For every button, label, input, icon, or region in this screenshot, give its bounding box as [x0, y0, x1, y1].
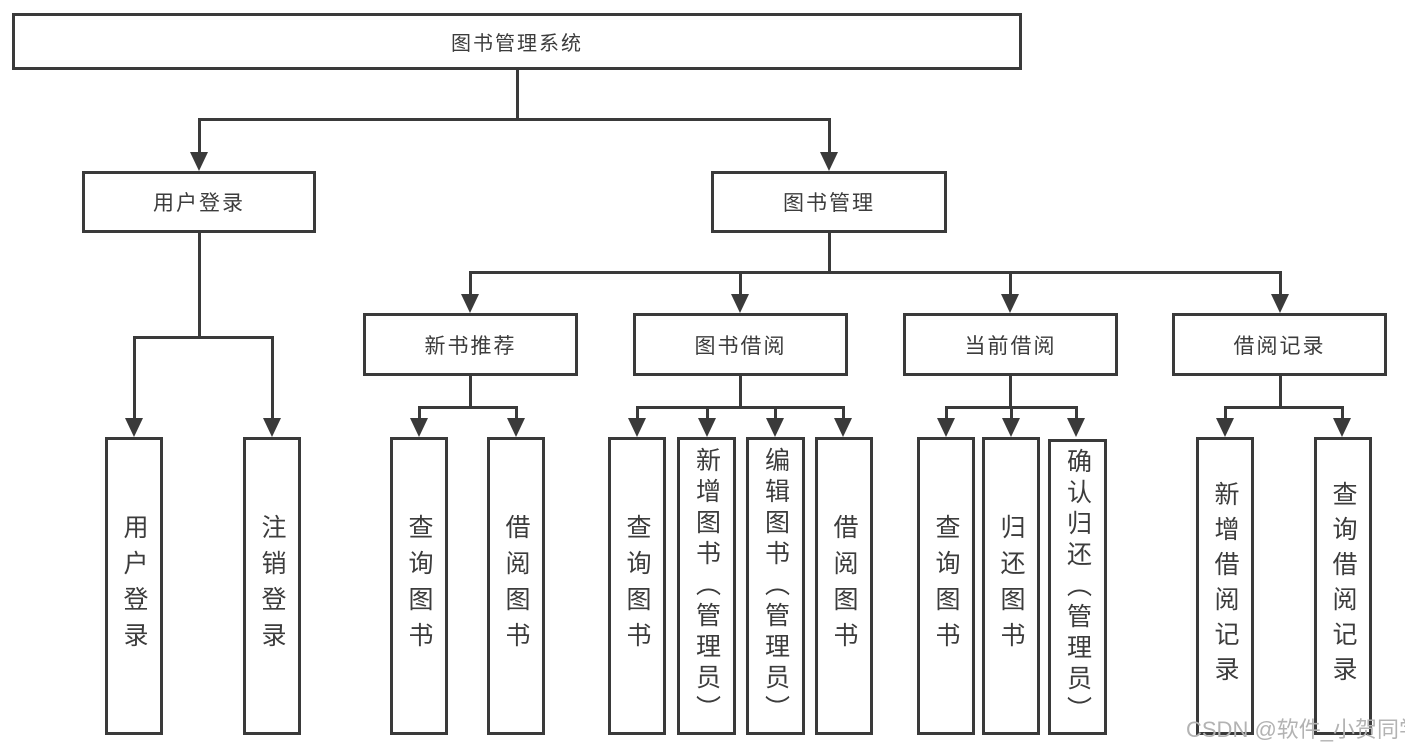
- connector-root-stem: [516, 70, 519, 118]
- leaf-br-add-record-label: 新增借阅记录: [1211, 481, 1239, 691]
- connector-bb-edit-stem: [774, 406, 777, 420]
- node-current: 当前借阅: [903, 313, 1118, 376]
- leaf-logout: 注销登录: [243, 437, 301, 735]
- leaf-cb-confirm-return-admin-label: 确认归还（管理员）: [1063, 447, 1092, 727]
- connector-br-add-stem: [1224, 406, 1227, 420]
- node-book-mgmt-label: 图书管理: [783, 192, 875, 215]
- connector-cb-query-stem: [945, 406, 948, 420]
- arrowhead-nb-query: [410, 418, 428, 437]
- arrowhead-cb-confirm: [1067, 418, 1085, 437]
- arrowhead-br-query: [1333, 418, 1351, 437]
- arrowhead-cb-query: [937, 418, 955, 437]
- arrowhead-bb-add: [698, 418, 716, 437]
- arrowhead-bb-query: [628, 418, 646, 437]
- node-new-books: 新书推荐: [363, 313, 578, 376]
- leaf-cb-query-books: 查询图书: [917, 437, 975, 735]
- connector-current-stem: [1009, 271, 1012, 296]
- arrowhead-current: [1001, 294, 1019, 313]
- connector-records-stem: [1279, 271, 1282, 296]
- arrowhead-nb-borrow: [507, 418, 525, 437]
- connector-bb-query-stem: [636, 406, 639, 420]
- node-root-label: 图书管理系统: [451, 33, 583, 55]
- connector-bb-hline: [636, 406, 845, 409]
- connector-br-stem: [1279, 376, 1282, 408]
- leaf-nb-query-books: 查询图书: [390, 437, 448, 735]
- csdn-watermark: CSDN @软件_小贺同学: [1186, 717, 1405, 742]
- node-borrowing-label: 图书借阅: [694, 334, 787, 358]
- arrowhead-cb-return: [1002, 418, 1020, 437]
- connector-cb-return-stem: [1010, 406, 1013, 420]
- leaf-cb-confirm-return-admin: 确认归还（管理员）: [1048, 439, 1107, 735]
- connector-cb-stem: [1009, 376, 1012, 408]
- leaf-user-login: 用户登录: [105, 437, 163, 735]
- leaf-user-login-label: 用户登录: [120, 514, 148, 658]
- leaf-br-query-record-label: 查询借阅记录: [1329, 481, 1357, 691]
- node-records-label: 借阅记录: [1233, 334, 1326, 358]
- leaf-cb-query-books-label: 查询图书: [932, 514, 960, 658]
- leaf-bb-add-books-admin-label: 新增图书（管理员）: [692, 446, 721, 726]
- arrowhead-ul-logout: [263, 418, 281, 437]
- leaf-br-add-record: 新增借阅记录: [1196, 437, 1254, 735]
- connector-nb-stem: [469, 376, 472, 408]
- node-records: 借阅记录: [1172, 313, 1387, 376]
- leaf-nb-borrow-books: 借阅图书: [487, 437, 545, 735]
- connector-ul-login-stem: [133, 336, 136, 420]
- connector-br-query-stem: [1341, 406, 1344, 420]
- leaf-cb-return-books-label: 归还图书: [997, 514, 1025, 658]
- arrowhead-records: [1271, 294, 1289, 313]
- connector-nb-borrow-stem: [515, 406, 518, 420]
- connector-newbooks-stem: [469, 271, 472, 296]
- leaf-bb-query-books: 查询图书: [608, 437, 666, 735]
- leaf-bb-query-books-label: 查询图书: [623, 514, 651, 658]
- connector-br-hline: [1224, 406, 1344, 409]
- connector-ul-logout-stem: [271, 336, 274, 420]
- connector-ul-stem: [198, 233, 201, 336]
- connector-bb-stem: [739, 376, 742, 408]
- arrowhead-userlogin: [190, 152, 208, 171]
- connector-ul-hline: [133, 336, 274, 339]
- node-borrowing: 图书借阅: [633, 313, 848, 376]
- leaf-bb-borrow-books-label: 借阅图书: [830, 514, 858, 658]
- connector-level2-hline: [198, 118, 831, 121]
- arrowhead-borrowing: [731, 294, 749, 313]
- node-user-login-label: 用户登录: [153, 192, 245, 215]
- node-new-books-label: 新书推荐: [424, 334, 517, 358]
- node-user-login: 用户登录: [82, 171, 316, 233]
- connector-level3-hline: [469, 271, 1282, 274]
- node-current-label: 当前借阅: [964, 334, 1057, 358]
- connector-bb-add-stem: [706, 406, 709, 420]
- leaf-logout-label: 注销登录: [258, 514, 286, 658]
- connector-bb-borrow-stem: [842, 406, 845, 420]
- connector-nb-query-stem: [418, 406, 421, 420]
- leaf-nb-borrow-books-label: 借阅图书: [502, 514, 530, 658]
- connector-borrowing-stem: [739, 271, 742, 296]
- arrowhead-newbooks: [461, 294, 479, 313]
- connector-bookmgmt-stem: [828, 118, 831, 154]
- node-root: 图书管理系统: [12, 13, 1022, 70]
- node-book-mgmt: 图书管理: [711, 171, 947, 233]
- arrowhead-ul-login: [125, 418, 143, 437]
- leaf-bb-add-books-admin: 新增图书（管理员）: [677, 437, 736, 735]
- leaf-bb-borrow-books: 借阅图书: [815, 437, 873, 735]
- connector-cb-confirm-stem: [1075, 406, 1078, 420]
- connector-bm-stem: [828, 233, 831, 273]
- connector-nb-hline: [418, 406, 518, 409]
- leaf-bb-edit-books-admin: 编辑图书（管理员）: [746, 437, 805, 735]
- leaf-nb-query-books-label: 查询图书: [405, 514, 433, 658]
- arrowhead-bb-edit: [766, 418, 784, 437]
- leaf-bb-edit-books-admin-label: 编辑图书（管理员）: [761, 446, 790, 726]
- connector-userlogin-stem: [198, 118, 201, 154]
- arrowhead-bookmgmt: [820, 152, 838, 171]
- leaf-cb-return-books: 归还图书: [982, 437, 1040, 735]
- leaf-br-query-record: 查询借阅记录: [1314, 437, 1372, 735]
- arrowhead-bb-borrow: [834, 418, 852, 437]
- arrowhead-br-add: [1216, 418, 1234, 437]
